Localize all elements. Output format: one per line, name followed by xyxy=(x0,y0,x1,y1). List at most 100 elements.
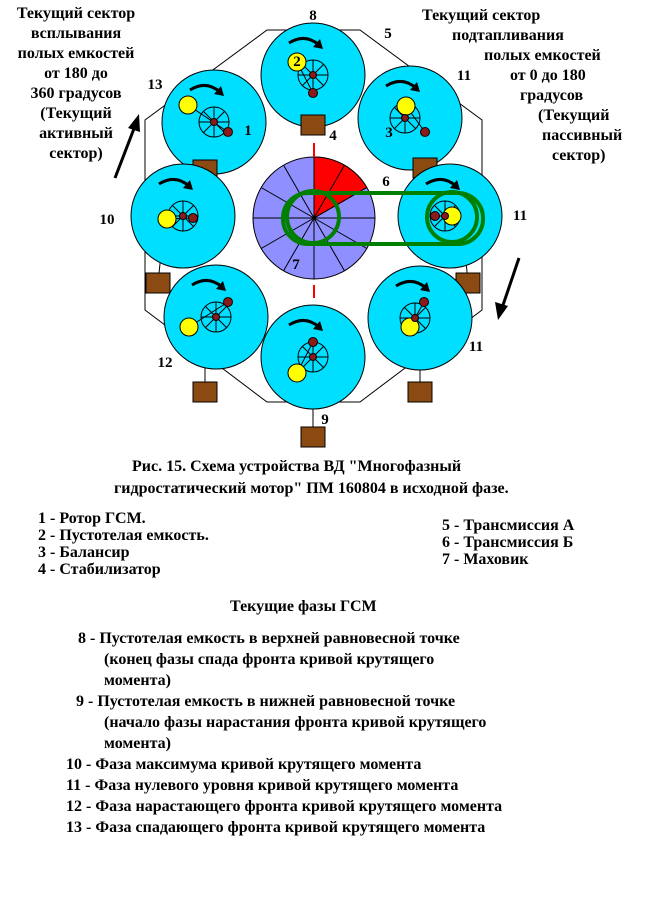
number-label-n6: 6 xyxy=(382,174,390,190)
transmission-pulley-left xyxy=(285,189,341,245)
legend-left: 1 - Ротор ГСМ. 2 - Пустотелая емкость. 3… xyxy=(38,510,209,578)
hollow-capacity xyxy=(287,52,307,72)
phase-item: 8 - Пустотелая емкость в верхней равнове… xyxy=(78,630,460,647)
arrow-head xyxy=(214,86,224,96)
number-label-n3: 3 xyxy=(385,125,393,141)
hollow-capacity xyxy=(178,95,198,115)
stabilizer xyxy=(407,381,433,403)
hub xyxy=(212,313,220,321)
number-label-n9: 9 xyxy=(321,412,329,428)
stabilizer xyxy=(300,114,326,136)
balancer xyxy=(188,213,198,223)
arrow-head xyxy=(216,281,226,291)
stabilizer xyxy=(145,272,171,294)
left-label-line: активный xyxy=(39,125,113,142)
arrow-head xyxy=(450,180,460,190)
right-sector-label: Текущий сектор подтапливания полых емкос… xyxy=(410,6,648,166)
number-label-n11_mid: 11 xyxy=(513,208,527,224)
left-label-line: от 180 до xyxy=(44,65,108,82)
arrow-head xyxy=(420,282,430,292)
figure-caption: Рис. 15. Схема устройства ВД "Многофазны… xyxy=(114,456,509,500)
hollow-capacity xyxy=(287,363,307,383)
number-label-n5: 5 xyxy=(384,26,392,42)
caption-line: гидростатический мотор" ПМ 160804 в исхо… xyxy=(114,480,509,497)
number-label-n10: 10 xyxy=(100,212,115,228)
right-label-line: полых емкостей xyxy=(484,47,601,64)
rotor xyxy=(260,304,366,448)
right-label-line: сектор) xyxy=(552,147,606,164)
transmission-pulley-right xyxy=(425,190,479,244)
balancer xyxy=(419,297,429,307)
arrow-head xyxy=(313,39,323,49)
legend-item: 1 - Ротор ГСМ. xyxy=(38,510,146,527)
legend-item: 4 - Стабилизатор xyxy=(38,561,161,578)
hub xyxy=(210,118,218,126)
hollow-capacity xyxy=(157,209,177,229)
legend-right: 5 - Трансмиссия А 6 - Трансмиссия Б 7 - … xyxy=(442,517,574,568)
rotor xyxy=(161,69,267,181)
number-label-n7: 7 xyxy=(292,257,300,273)
arrow-head xyxy=(313,321,323,331)
caption-line: Рис. 15. Схема устройства ВД "Многофазны… xyxy=(132,458,462,475)
stabilizer xyxy=(300,426,326,448)
left-label-line: 360 градусов xyxy=(30,85,122,102)
phases-title: Текущие фазы ГСМ xyxy=(230,598,377,615)
flywheel-layer xyxy=(252,143,485,298)
left-label-line: полых емкостей xyxy=(17,45,135,62)
left-label-line: Текущий сектор xyxy=(16,5,136,22)
number-label-n8: 8 xyxy=(309,8,317,24)
phase-item: момента) xyxy=(104,735,171,752)
hub xyxy=(179,212,187,220)
phase-item: 9 - Пустотелая емкость в нижней равновес… xyxy=(76,693,456,710)
right-label-line: пассивный xyxy=(542,127,623,144)
legend-item: 6 - Трансмиссия Б xyxy=(442,534,574,551)
right-label-line: Текущий сектор xyxy=(422,7,541,24)
right-label-line: градусов xyxy=(520,87,584,104)
number-label-n1: 1 xyxy=(244,123,252,139)
balancer xyxy=(308,337,318,347)
right-arrow-head xyxy=(495,302,508,320)
number-label-n11_bot: 11 xyxy=(469,339,483,355)
number-label-n13: 13 xyxy=(148,77,163,93)
transmission-belt xyxy=(281,191,485,246)
phase-item: 11 - Фаза нулевого уровня кривой крутяще… xyxy=(66,777,459,794)
number-label-n11_top: 11 xyxy=(457,68,471,84)
balancer xyxy=(223,127,233,137)
hollow-capacity xyxy=(400,317,420,337)
legend-item: 2 - Пустотелая емкость. xyxy=(38,527,209,544)
hub xyxy=(411,314,419,322)
left-label-line: сектор) xyxy=(49,145,103,162)
left-label-line: всплывания xyxy=(30,25,122,42)
hub xyxy=(401,114,409,122)
right-direction-arrow xyxy=(500,257,521,309)
phase-item: момента) xyxy=(104,672,171,689)
legend-item: 7 - Маховик xyxy=(442,551,529,568)
balancer xyxy=(430,211,440,221)
right-label-line: (Текущий xyxy=(538,107,610,124)
hollow-capacity xyxy=(179,317,199,337)
left-direction-arrow xyxy=(113,125,137,179)
stabilizer xyxy=(192,381,218,403)
phase-item: (конец фазы спада фронта кривой крутящег… xyxy=(104,651,435,668)
balancer xyxy=(420,127,430,137)
hub xyxy=(309,353,317,361)
hub xyxy=(441,212,449,220)
legend-item: 3 - Балансир xyxy=(38,544,130,561)
balancer xyxy=(223,297,233,307)
left-sector-label: Текущий сектор всплывания полых емкостей… xyxy=(0,4,152,164)
number-label-n4: 4 xyxy=(329,128,337,144)
number-label-n12: 12 xyxy=(158,355,173,371)
right-label-line: подтапливания xyxy=(452,27,564,44)
rotor xyxy=(260,22,366,136)
arrow-head xyxy=(183,180,193,190)
phase-item: 13 - Фаза спадающего фронта кривой крутя… xyxy=(66,819,486,836)
phase-item: 10 - Фаза максимума кривой крутящего мом… xyxy=(66,756,422,773)
phases-list: 8 - Пустотелая емкость в верхней равнове… xyxy=(66,628,502,838)
rotor-layer xyxy=(130,22,503,448)
hub xyxy=(309,71,317,79)
number-label-n2: 2 xyxy=(293,54,301,70)
legend-item: 5 - Трансмиссия А xyxy=(442,517,575,534)
balancer xyxy=(308,88,318,98)
rotor xyxy=(163,264,269,403)
